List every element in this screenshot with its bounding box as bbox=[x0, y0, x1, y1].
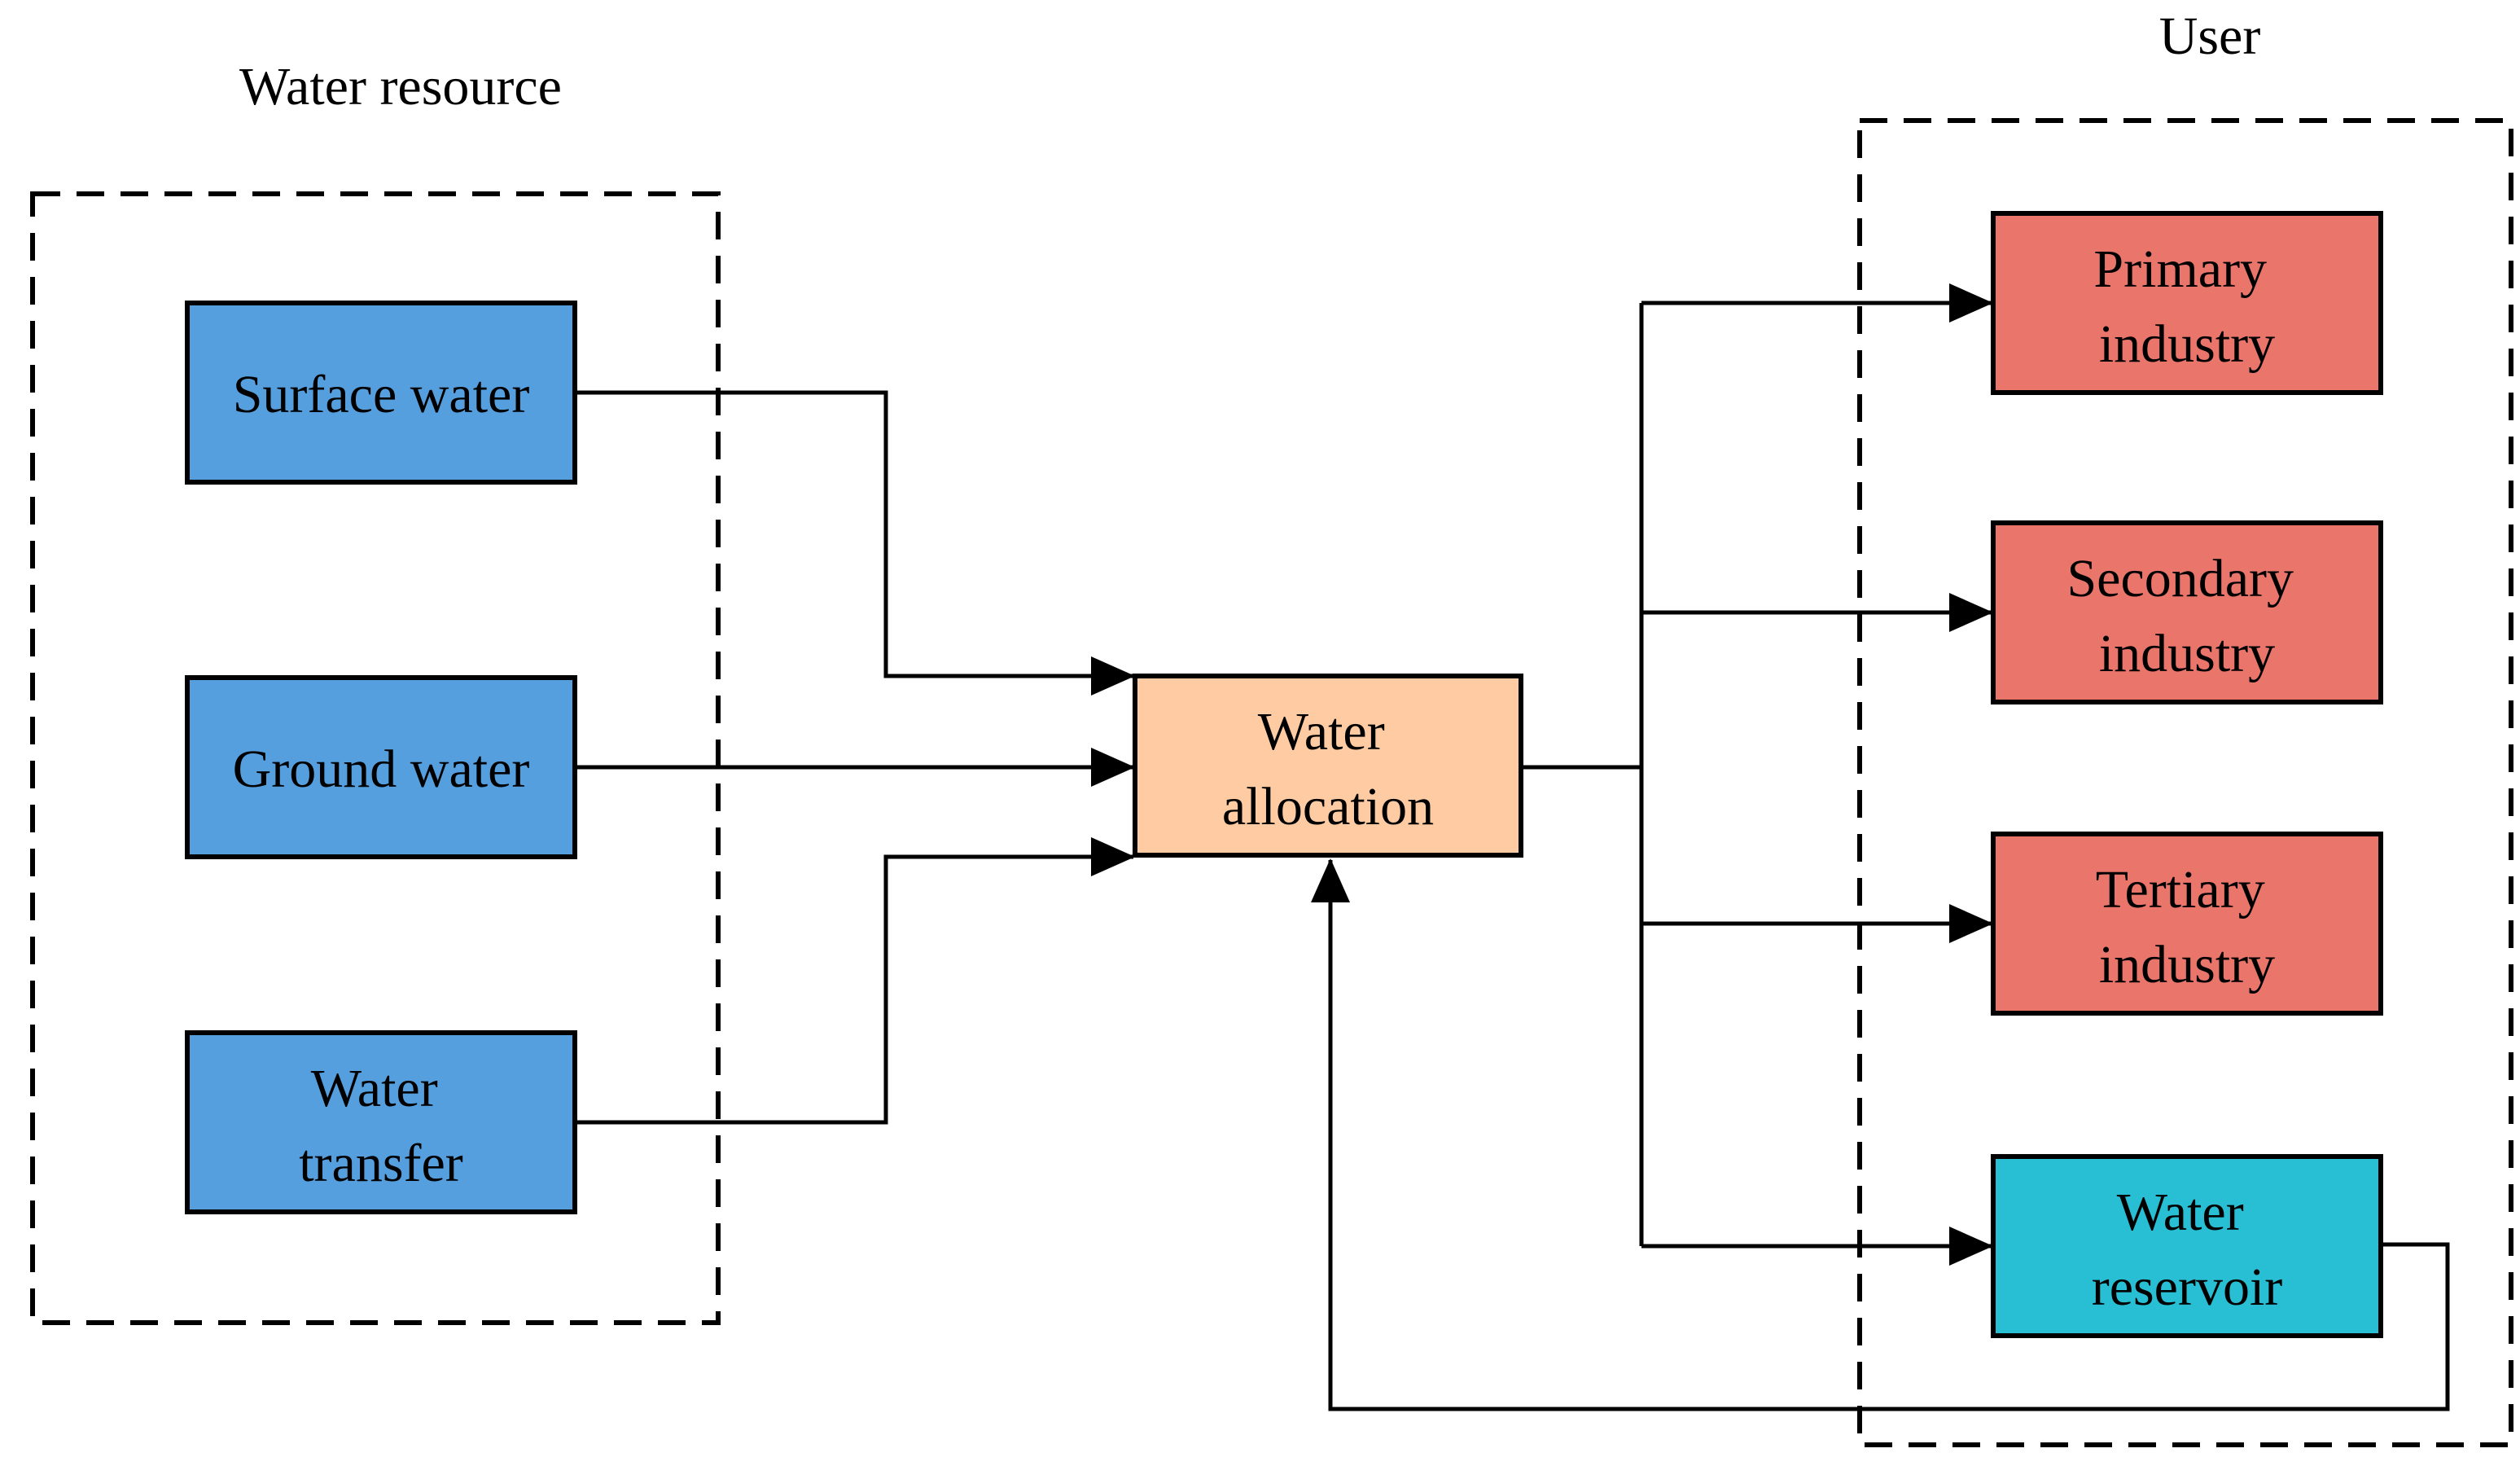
user-title: User bbox=[2159, 7, 2261, 66]
primary-industry-label-line-2: industry bbox=[2099, 314, 2275, 374]
water-reservoir-box bbox=[1991, 1154, 2383, 1338]
tertiary-industry-label: Tertiary industry bbox=[2096, 860, 2278, 994]
primary-industry-box bbox=[1991, 211, 2383, 395]
primary-industry-label: Primary industry bbox=[2093, 239, 2280, 374]
primary-industry-label-line-1: Primary bbox=[2093, 239, 2267, 299]
node-ground-water: Ground water bbox=[185, 675, 577, 859]
water-allocation-label-line-1: Water bbox=[1258, 702, 1385, 762]
water-transfer-box bbox=[185, 1030, 577, 1214]
node-tertiary-industry: Tertiary industry bbox=[1991, 832, 2383, 1016]
surface-water-box bbox=[185, 301, 577, 485]
link-reservoir-feedback bbox=[1311, 858, 2450, 1411]
ground-water-label-line-1: Ground water bbox=[233, 740, 530, 799]
water-transfer-label: Water transfer bbox=[299, 1059, 463, 1193]
node-surface-water: Surface water bbox=[185, 301, 577, 485]
secondary-industry-label: Secondary industry bbox=[2066, 549, 2307, 683]
user-group-frame bbox=[1857, 118, 2513, 1447]
water-allocation-label: Water allocation bbox=[1222, 702, 1434, 836]
secondary-industry-label-line-1: Secondary bbox=[2066, 549, 2294, 608]
water-allocation-box bbox=[1133, 674, 1523, 858]
secondary-industry-box bbox=[1991, 520, 2383, 704]
water-allocation-label-line-2: allocation bbox=[1222, 777, 1434, 836]
water-resource-group-frame bbox=[30, 191, 721, 1325]
surface-water-label: Surface water bbox=[233, 365, 530, 424]
link-water-transfer-to-allocation bbox=[576, 837, 1135, 1125]
water-reservoir-label: Water reservoir bbox=[2092, 1183, 2283, 1317]
water-reservoir-label-line-2: reservoir bbox=[2092, 1258, 2283, 1317]
tertiary-industry-label-line-1: Tertiary bbox=[2096, 860, 2265, 920]
node-water-reservoir: Water reservoir bbox=[1991, 1154, 2383, 1338]
link-surface-water-to-allocation bbox=[576, 390, 1135, 696]
water-reservoir-label-line-1: Water bbox=[2117, 1183, 2244, 1242]
node-secondary-industry: Secondary industry bbox=[1991, 520, 2383, 704]
ground-water-label: Ground water bbox=[233, 740, 530, 799]
node-water-transfer: Water transfer bbox=[185, 1030, 577, 1214]
tertiary-industry-box bbox=[1991, 832, 2383, 1016]
water-transfer-label-line-2: transfer bbox=[299, 1134, 463, 1193]
surface-water-label-line-1: Surface water bbox=[233, 365, 530, 424]
water-transfer-label-line-1: Water bbox=[311, 1059, 438, 1118]
node-water-allocation: Water allocation bbox=[1133, 674, 1523, 858]
water-resource-title: Water resource bbox=[239, 57, 562, 116]
node-primary-industry: Primary industry bbox=[1991, 211, 2383, 395]
ground-water-box bbox=[185, 675, 577, 859]
secondary-industry-label-line-2: industry bbox=[2099, 624, 2275, 683]
tertiary-industry-label-line-2: industry bbox=[2099, 935, 2275, 994]
